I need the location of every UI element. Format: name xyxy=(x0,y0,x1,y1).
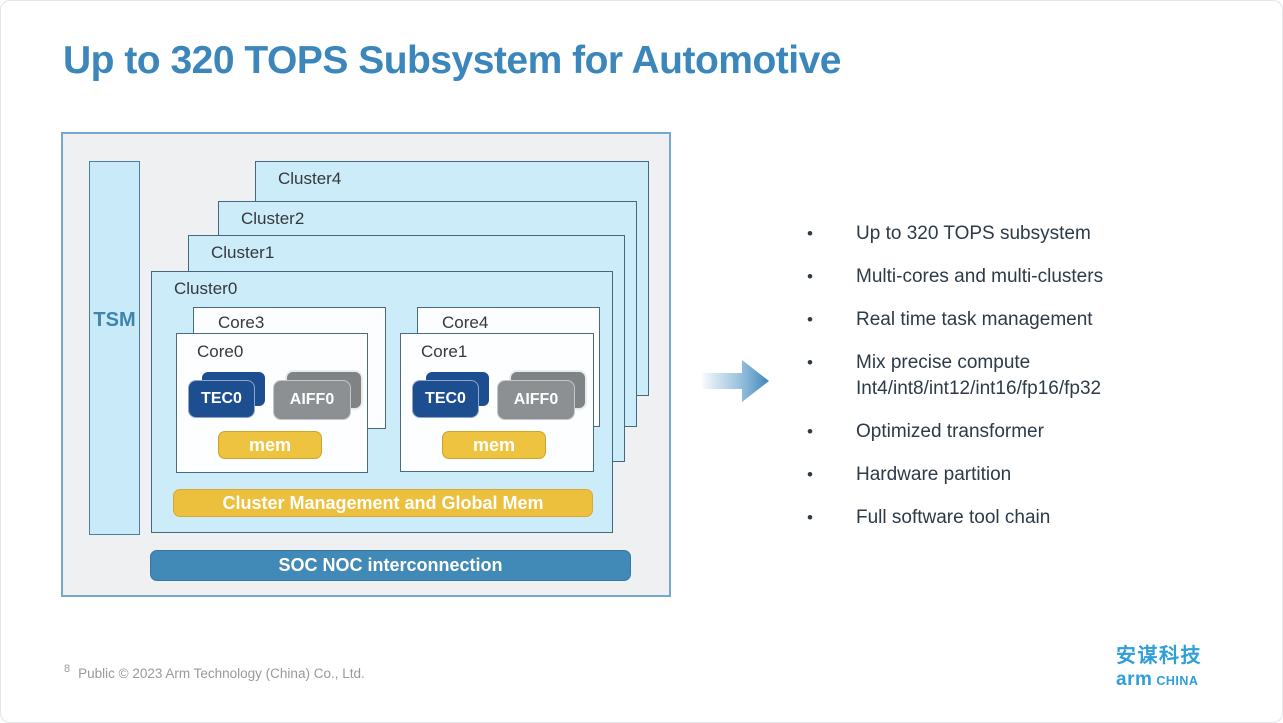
cluster-label: Cluster1 xyxy=(211,243,275,262)
architecture-diagram: TSM Cluster4 Cluster2 Cluster1 Cluster0 … xyxy=(61,132,671,597)
bullet-dot: • xyxy=(807,353,813,372)
cluster-label: Cluster4 xyxy=(278,169,342,188)
cluster-mgmt-bar: Cluster Management and Global Mem xyxy=(173,489,593,517)
tsm-block: TSM xyxy=(89,161,140,535)
logo-region-text: CHINA xyxy=(1156,674,1199,688)
feature-item: • Hardware partition xyxy=(807,462,1247,488)
mem-block: mem xyxy=(442,431,546,459)
cluster-label: Cluster2 xyxy=(241,209,305,228)
core-label: Core0 xyxy=(197,342,244,361)
copyright-text: Public © 2023 Arm Technology (China) Co.… xyxy=(78,666,365,681)
bullet-dot: • xyxy=(807,508,813,527)
bullet-dot: • xyxy=(807,310,813,329)
feature-item: • Optimized transformer xyxy=(807,419,1247,445)
bullet-dot: • xyxy=(807,224,813,243)
feature-text: Real time task management xyxy=(856,309,1093,330)
feature-item: • Mix precise compute Int4/int8/int12/in… xyxy=(807,350,1247,402)
feature-text: Optimized transformer xyxy=(856,421,1044,442)
feature-text: Up to 320 TOPS subsystem xyxy=(856,223,1091,244)
feature-item: • Multi-cores and multi-clusters xyxy=(807,264,1247,290)
tec-chip: TEC0 xyxy=(412,380,479,418)
feature-item: • Real time task management xyxy=(807,307,1247,333)
bullet-dot: • xyxy=(807,465,813,484)
feature-item: • Full software tool chain xyxy=(807,505,1247,531)
cluster-label: Cluster0 xyxy=(174,279,238,298)
footer: 8 Public © 2023 Arm Technology (China) Co… xyxy=(64,663,365,683)
feature-item: • Up to 320 TOPS subsystem xyxy=(807,221,1247,247)
bullet-dot: • xyxy=(807,267,813,286)
tec-chip: TEC0 xyxy=(188,380,255,418)
armchina-logo: 安谋科技 arm CHINA xyxy=(1116,639,1216,691)
feature-list: • Up to 320 TOPS subsystem • Multi-cores… xyxy=(807,221,1247,531)
aiff-chip: AIFF0 xyxy=(497,380,575,420)
mem-block: mem xyxy=(218,431,322,459)
feature-text: Hardware partition xyxy=(856,464,1012,485)
slide-title: Up to 320 TOPS Subsystem for Automotive xyxy=(63,39,841,82)
core-inner-box: Core1 TEC0 AIFF0 mem xyxy=(400,333,594,472)
logo-chinese-text: 安谋科技 xyxy=(1116,645,1202,667)
feature-text: Multi-cores and multi-clusters xyxy=(856,266,1104,287)
aiff-chip: AIFF0 xyxy=(273,380,351,420)
core-label: Core4 xyxy=(442,313,489,332)
feature-text: Mix precise compute Int4/int8/int12/int1… xyxy=(856,352,1102,399)
core-label: Core1 xyxy=(421,342,468,361)
feature-text: Full software tool chain xyxy=(856,507,1051,528)
bullet-dot: • xyxy=(807,422,813,441)
page-number: 8 xyxy=(64,663,71,675)
core-label: Core3 xyxy=(218,313,265,332)
soc-noc-bar: SOC NOC interconnection xyxy=(150,550,631,581)
logo-arm-wordmark: arm xyxy=(1116,669,1153,690)
cluster-box-0: Cluster0 Core3 Core0 TEC0 AIFF0 mem Core… xyxy=(151,271,613,533)
core-inner-box: Core0 TEC0 AIFF0 mem xyxy=(176,333,368,473)
flow-arrow-icon xyxy=(701,358,771,409)
